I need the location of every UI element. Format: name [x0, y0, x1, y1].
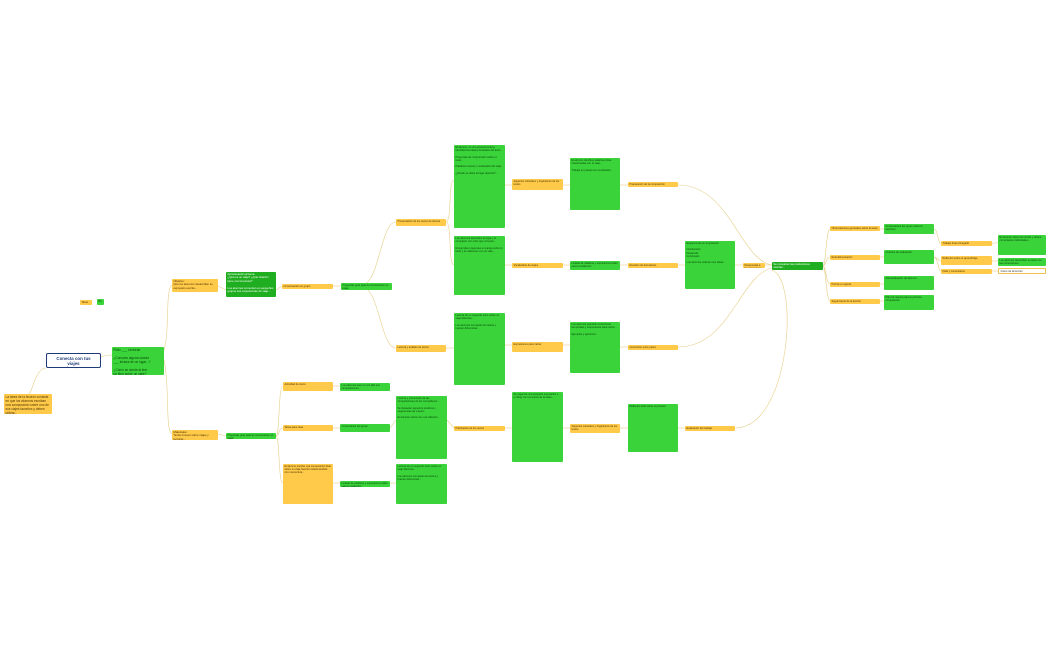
- improvement-points-node[interactable]: Puntos a mejorar: [830, 282, 880, 287]
- final-work-node[interactable]: Trabajo final entregado: [941, 241, 992, 246]
- final-reflection-block[interactable]: Lectura de un segundo texto sobre un via…: [396, 464, 447, 504]
- root-topic[interactable]: Conecta con tus viajes y lecturas: [46, 353, 101, 368]
- composition-outline-block[interactable]: Esquema de la composición Introducción D…: [685, 241, 735, 289]
- publication-node[interactable]: Publicación de los textos: [454, 426, 505, 431]
- group-conclusions-block[interactable]: Conclusiones del grupo sobre la escritur…: [884, 224, 934, 234]
- lesson-close-node[interactable]: Cierre de la lección: [998, 268, 1046, 274]
- conversation-node[interactable]: Conversación en grupo: [282, 284, 333, 289]
- teacher-feedback-block[interactable]: El docente valora los textos y ofrece co…: [998, 235, 1046, 255]
- texts-analysis-node[interactable]: Lectura y análisis de textos: [396, 345, 446, 352]
- approach-node[interactable]: Aproximación al tema ¿Qué es un viaje? ¿…: [226, 272, 276, 297]
- improvement-plan-block[interactable]: Plan de mejora para la próxima composici…: [884, 295, 934, 310]
- cultural-aspects-node[interactable]: Aspectos culturales y lingüísticos de lo…: [512, 179, 563, 190]
- composition-prep-node[interactable]: Preparación de la composición: [628, 182, 678, 187]
- texts-presentation-node[interactable]: Presentación de los textos de lectura: [396, 219, 446, 226]
- exhibition-end-node[interactable]: Evaluación del trabajo: [685, 426, 735, 431]
- draft-review-node[interactable]: Revisión de borradores: [628, 263, 678, 268]
- read-aloud-node[interactable]: Los alumnos leen en voz alta sus composi…: [340, 383, 390, 391]
- peer-correction-node[interactable]: Corrección entre pares: [628, 345, 678, 350]
- grade-comments-node[interactable]: Nota y comentarios: [941, 269, 992, 274]
- peer-reading-node[interactable]: Listado de palabras y expresiones útiles…: [340, 481, 390, 487]
- peer-comments-block[interactable]: Lectura y comentario de las composicione…: [396, 396, 447, 459]
- follow-up-node[interactable]: Seguimiento de la lección: [830, 299, 880, 304]
- rewrite-block[interactable]: Los alumnos reescriben su texto con las …: [998, 258, 1046, 266]
- branch-materials[interactable]: Materiales: Textos breves sobre viajes y…: [172, 430, 218, 440]
- group-comments-node[interactable]: Comentarios del grupo: [340, 424, 390, 432]
- useful-words-block[interactable]: Listado de palabras y expresiones útiles…: [570, 261, 620, 270]
- exhibition-label-node[interactable]: Aspectos culturales y lingüísticos de lo…: [570, 424, 620, 433]
- reading-block-1[interactable]: El alumno, en una primera lectura, ident…: [454, 145, 505, 228]
- closing-activity-green[interactable]: Preguntas guía para la conversación en c…: [226, 433, 276, 439]
- branch-objective[interactable]: Objetivo: Que los alumnos desarrollen su…: [172, 279, 218, 292]
- keywords-block[interactable]: El alumno identifica palabras clave rela…: [570, 158, 620, 210]
- shared-productions-node[interactable]: Se comparten las producciones escritas..…: [772, 262, 823, 270]
- self-evaluation-block[interactable]: Autoevaluación del alumno: [884, 276, 934, 290]
- exhibition-detail-block[interactable]: Reflexión final sobre el proceso: [628, 404, 678, 452]
- connectors-block[interactable]: Los alumnos practican conectores tempora…: [570, 322, 620, 373]
- exhibition-block[interactable]: Se organiza una pequeña exposición o un …: [512, 392, 563, 462]
- feedback-node[interactable]: Retroalimentación: [830, 255, 880, 260]
- reading-block-3[interactable]: Lectura de un segundo texto sobre un via…: [454, 313, 505, 385]
- topic-node[interactable]: Rollo ___ Lecturas ¿Conoces alguna ciuda…: [112, 347, 164, 375]
- vocabulary-node[interactable]: Vocabulario de viajes: [512, 263, 563, 268]
- learning-reflection-node[interactable]: Reflexión sobre el aprendizaje: [941, 256, 992, 265]
- final-composition-node[interactable]: El alumno escribe una composición final …: [283, 464, 333, 504]
- guide-questions-node[interactable]: Preguntas guía para la conversación en c…: [341, 283, 392, 290]
- reading-block-2[interactable]: Los alumnos describen el lugar y lo comp…: [454, 236, 505, 295]
- evaluation-criteria-block[interactable]: Criterios de evaluación: [884, 250, 934, 264]
- general-observations-node[interactable]: Observaciones generales sobre la tarea: [830, 226, 880, 231]
- small-label[interactable]: Tarea: [80, 300, 92, 305]
- narration-node[interactable]: Expresiones para narrar: [512, 342, 563, 352]
- homework-node[interactable]: Tarea para casa: [283, 425, 333, 431]
- closing-activity-node[interactable]: Actividad de cierre: [283, 382, 333, 391]
- intro-note[interactable]: La tarea de la lección consiste en que l…: [4, 394, 52, 414]
- responses-node[interactable]: Respuestas a las preguntas y puesta en c…: [743, 263, 765, 268]
- small-tag[interactable]: B1: [97, 299, 104, 305]
